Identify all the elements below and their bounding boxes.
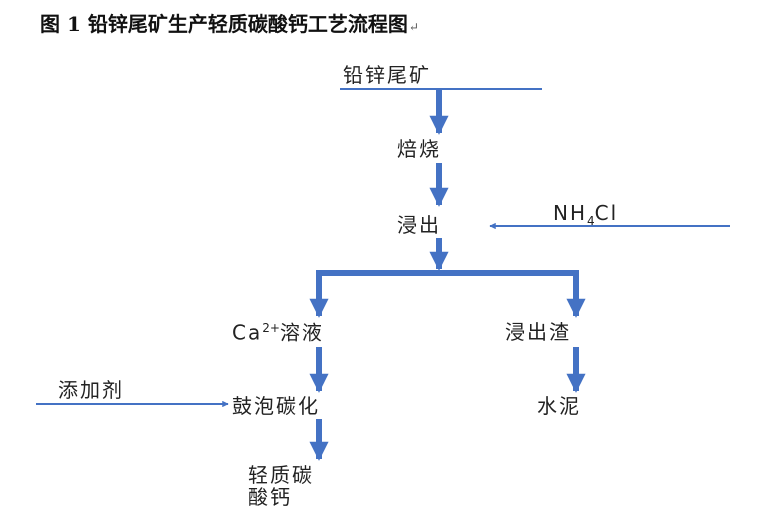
- reagent-subscript: 4: [587, 214, 595, 228]
- node-product-line1: 轻质碳: [248, 463, 314, 487]
- node-solution: Ca2+溶液: [232, 322, 324, 343]
- node-carbonation: 鼓泡碳化: [232, 394, 320, 418]
- paragraph-mark-icon: ↵: [408, 20, 419, 34]
- solution-prefix: Ca: [232, 320, 263, 345]
- node-leaching: 浸出: [397, 213, 441, 237]
- reagent-suffix: Cl: [594, 201, 619, 225]
- reagent-prefix: NH: [553, 201, 587, 225]
- node-additive: 添加剂: [58, 378, 124, 402]
- node-residue: 浸出渣: [505, 320, 571, 344]
- figure-caption: 图 1 铅锌尾矿生产轻质碳酸钙工艺流程图↵: [40, 8, 419, 37]
- caption-text: 图 1 铅锌尾矿生产轻质碳酸钙工艺流程图: [40, 12, 408, 36]
- node-product-line2: 酸钙: [248, 485, 292, 509]
- solution-suffix: 溶液: [279, 320, 324, 345]
- solution-superscript: 2+: [262, 321, 280, 335]
- node-tailings: 铅锌尾矿: [343, 63, 431, 87]
- node-reagent: NH4Cl: [553, 203, 618, 227]
- node-roasting: 焙烧: [397, 137, 441, 161]
- node-cement: 水泥: [537, 394, 581, 418]
